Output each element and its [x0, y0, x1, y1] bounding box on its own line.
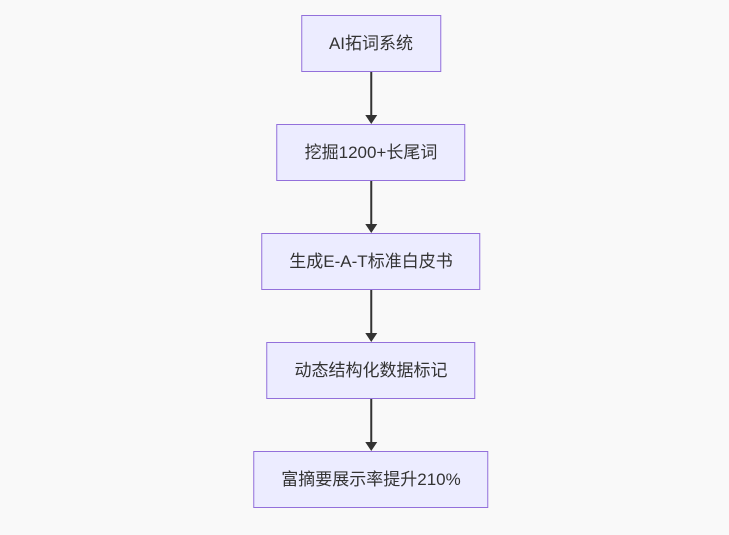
arrow-line — [369, 72, 372, 115]
flow-node-longtail-keywords: 挖掘1200+长尾词 — [276, 124, 466, 181]
down-arrow-1 — [364, 72, 377, 124]
arrow-head-icon — [364, 115, 377, 124]
flow-node-eat-whitepaper: 生成E-A-T标准白皮书 — [261, 233, 481, 290]
flow-node-label: 动态结构化数据标记 — [294, 361, 448, 380]
flow-node-label: 生成E-A-T标准白皮书 — [289, 252, 453, 271]
flow-node-rich-snippet-result: 富摘要展示率提升210% — [253, 451, 489, 508]
flowchart-column: AI拓词系统 挖掘1200+长尾词 生成E-A-T标准白皮书 动态结构化数据标记 — [253, 15, 489, 508]
flow-node-structured-data: 动态结构化数据标记 — [266, 342, 476, 399]
flow-node-label: 挖掘1200+长尾词 — [304, 143, 438, 162]
down-arrow-4 — [364, 399, 377, 451]
flow-node-label: 富摘要展示率提升210% — [281, 470, 461, 489]
flow-node-label: AI拓词系统 — [328, 34, 414, 53]
arrow-line — [369, 181, 372, 224]
arrow-line — [369, 399, 372, 442]
down-arrow-3 — [364, 290, 377, 342]
flow-node-ai-system: AI拓词系统 — [300, 15, 442, 72]
arrow-head-icon — [364, 224, 377, 233]
down-arrow-2 — [364, 181, 377, 233]
arrow-head-icon — [364, 442, 377, 451]
arrow-line — [369, 290, 372, 333]
arrow-head-icon — [364, 333, 377, 342]
